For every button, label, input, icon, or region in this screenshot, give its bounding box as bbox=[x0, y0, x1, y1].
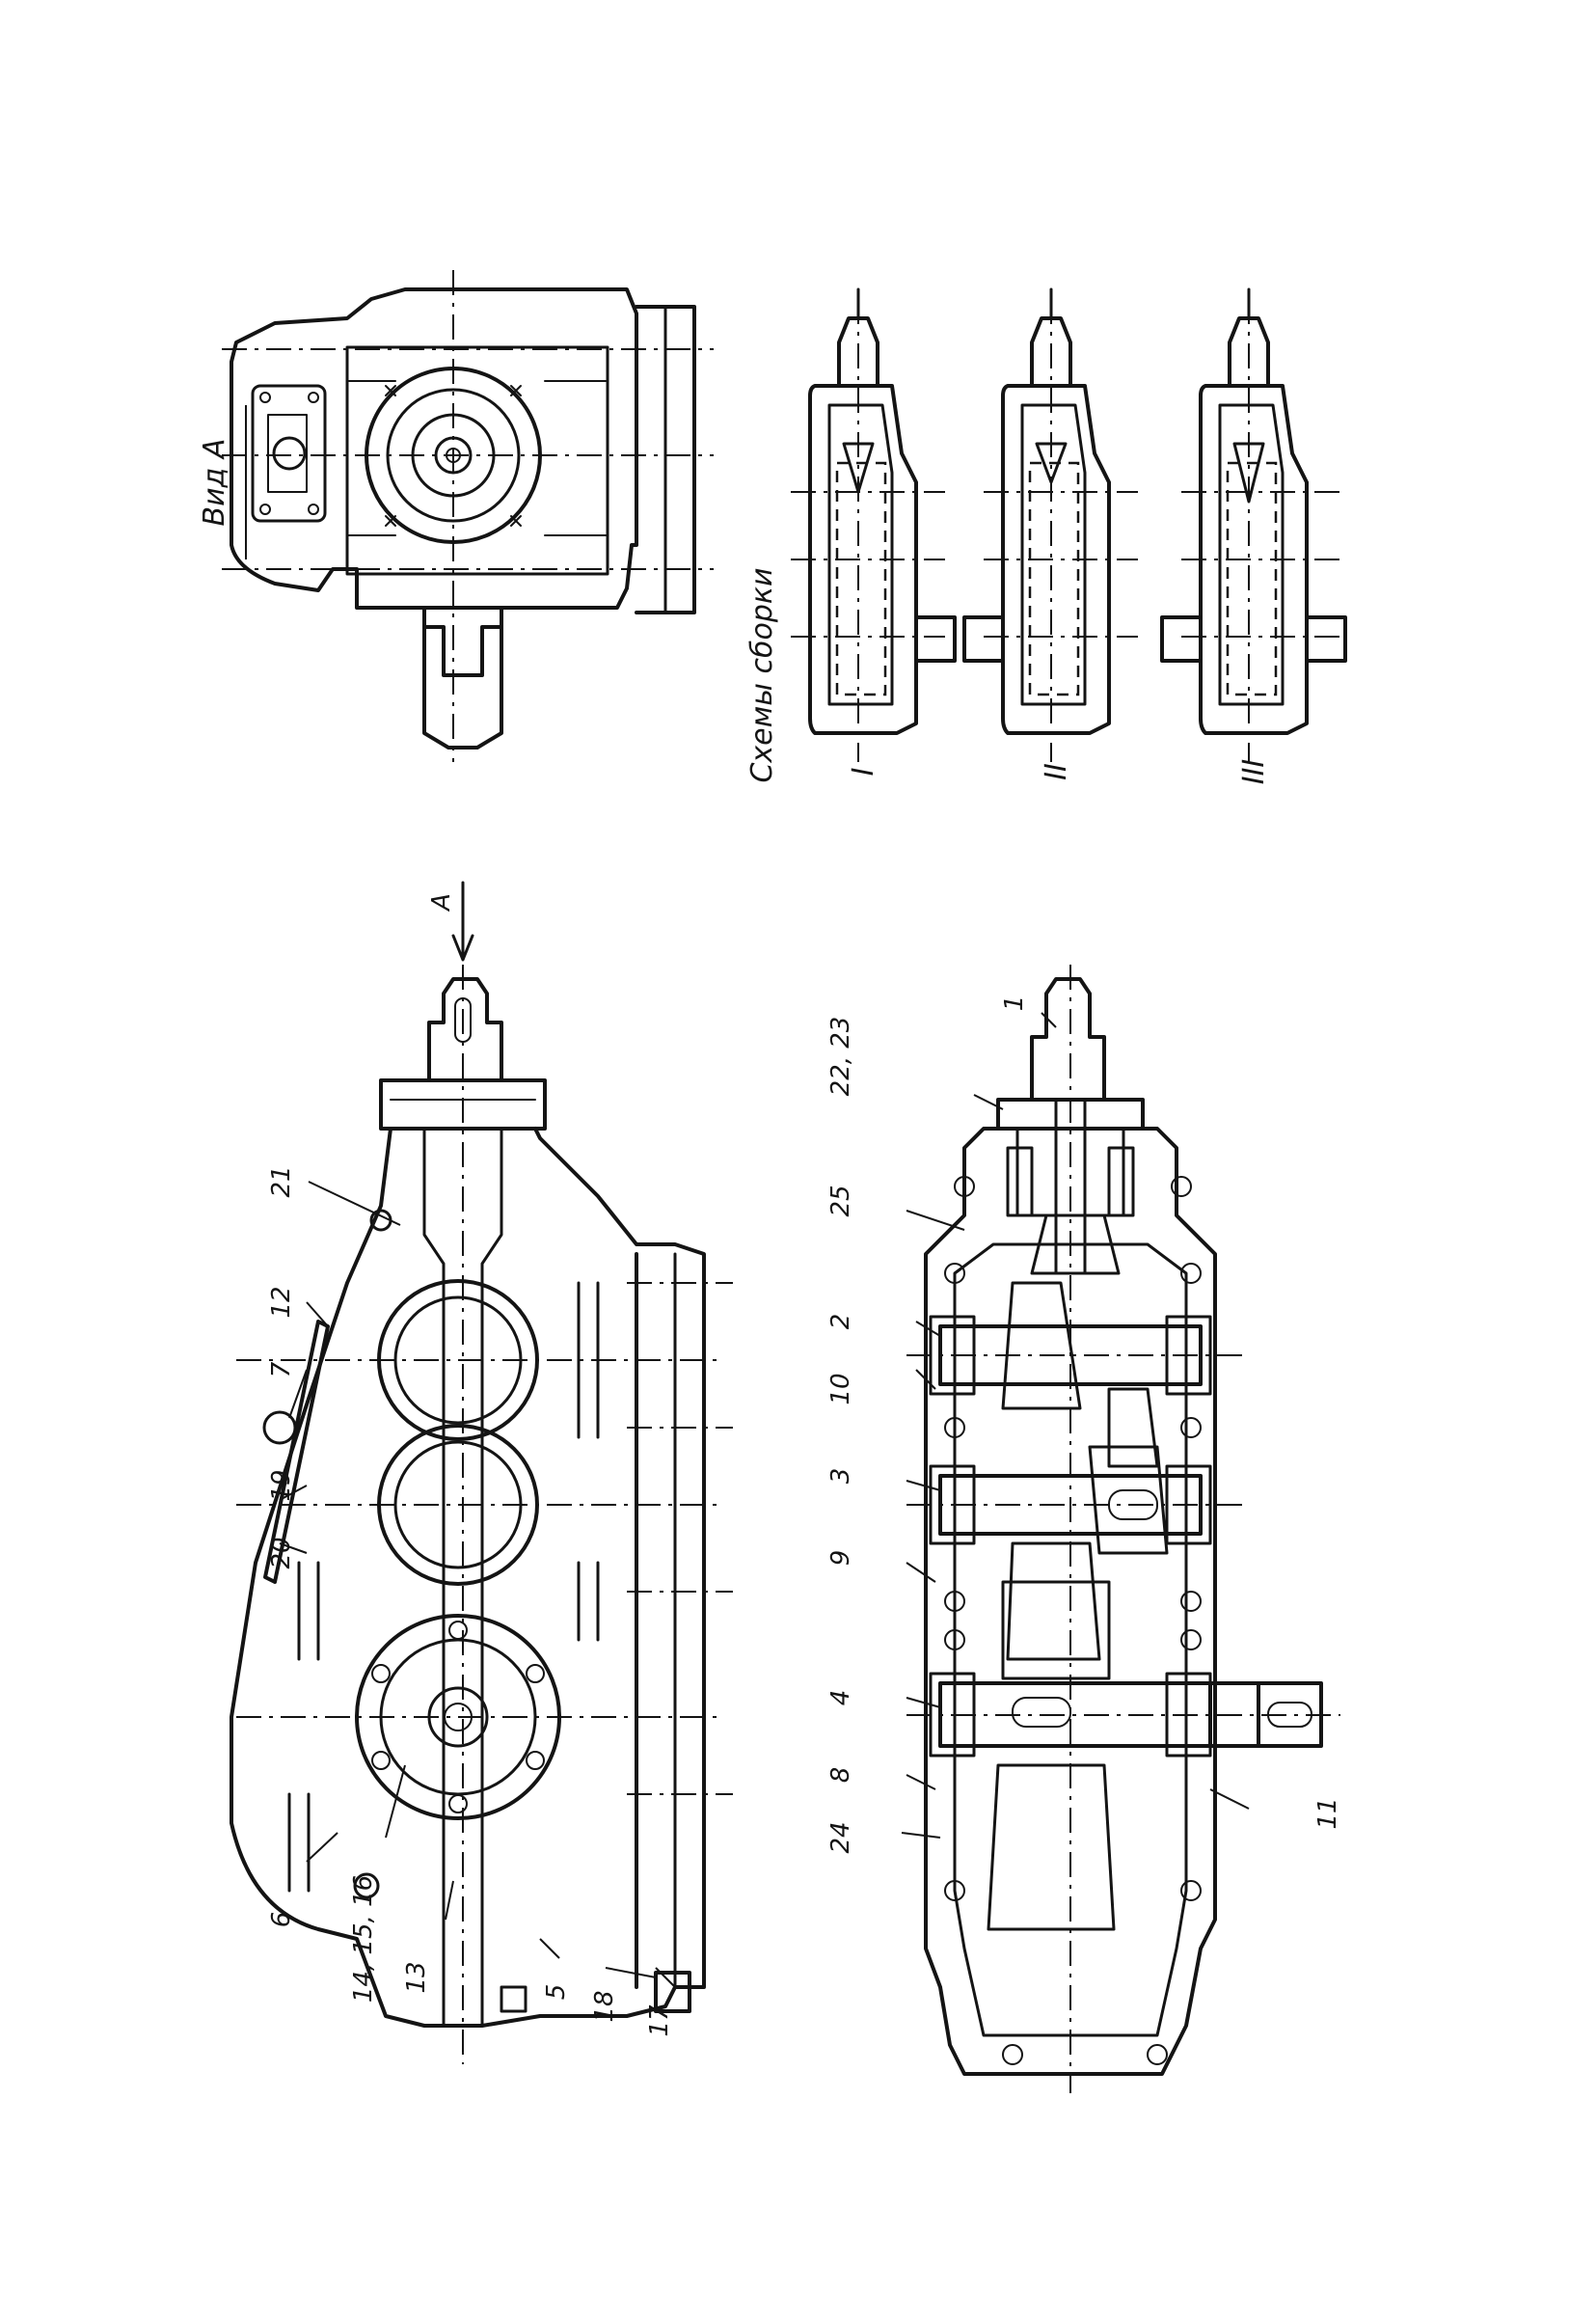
callout-10: 10 bbox=[826, 1373, 855, 1404]
view-a-drawing: Вид А bbox=[198, 270, 714, 762]
callout-1: 1 bbox=[1000, 995, 1029, 1012]
assembly-schemes: Схемы сборки I bbox=[745, 287, 1347, 785]
callout-20: 20 bbox=[267, 1537, 296, 1568]
scheme-label-1: I bbox=[847, 767, 880, 776]
callout-5: 5 bbox=[542, 1984, 571, 2001]
callout-13: 13 bbox=[402, 1961, 431, 1993]
callout-9: 9 bbox=[826, 1550, 855, 1567]
side-view-drawing: A bbox=[230, 881, 733, 2064]
side-view-callouts: 21 12 7 19 20 6 14, 15, 16 13 5 18 17 bbox=[267, 1165, 674, 2036]
scheme-label-2: II bbox=[1040, 763, 1073, 780]
plan-view-callouts: 1 22, 23 25 2 10 3 9 4 8 24 11 bbox=[826, 995, 1342, 1854]
callout-14-15-16: 14, 15, 16 bbox=[349, 1875, 378, 2003]
assembly-scheme-3: III bbox=[1160, 287, 1347, 785]
view-arrow-label: A bbox=[427, 893, 456, 913]
callout-18: 18 bbox=[590, 1990, 619, 2022]
callout-4: 4 bbox=[826, 1690, 855, 1706]
callout-21: 21 bbox=[267, 1165, 296, 1197]
callout-2: 2 bbox=[826, 1314, 855, 1330]
callout-7: 7 bbox=[267, 1361, 296, 1377]
plan-view-section bbox=[901, 965, 1340, 2093]
assembly-scheme-1: I bbox=[791, 287, 957, 776]
callout-17: 17 bbox=[645, 2004, 674, 2037]
callout-22-23: 22, 23 bbox=[826, 1017, 855, 1097]
callout-12: 12 bbox=[267, 1286, 296, 1318]
view-a-label: Вид А bbox=[198, 439, 231, 527]
assembly-title: Схемы сборки bbox=[745, 567, 779, 782]
callout-6: 6 bbox=[267, 1912, 296, 1928]
scheme-label-3: III bbox=[1237, 759, 1271, 785]
callout-25: 25 bbox=[826, 1185, 855, 1216]
callout-8: 8 bbox=[826, 1767, 855, 1784]
callout-19: 19 bbox=[267, 1469, 296, 1501]
callout-11: 11 bbox=[1313, 1797, 1342, 1829]
callout-3: 3 bbox=[826, 1468, 855, 1485]
assembly-scheme-2: II bbox=[962, 287, 1138, 780]
callout-24: 24 bbox=[826, 1821, 855, 1853]
